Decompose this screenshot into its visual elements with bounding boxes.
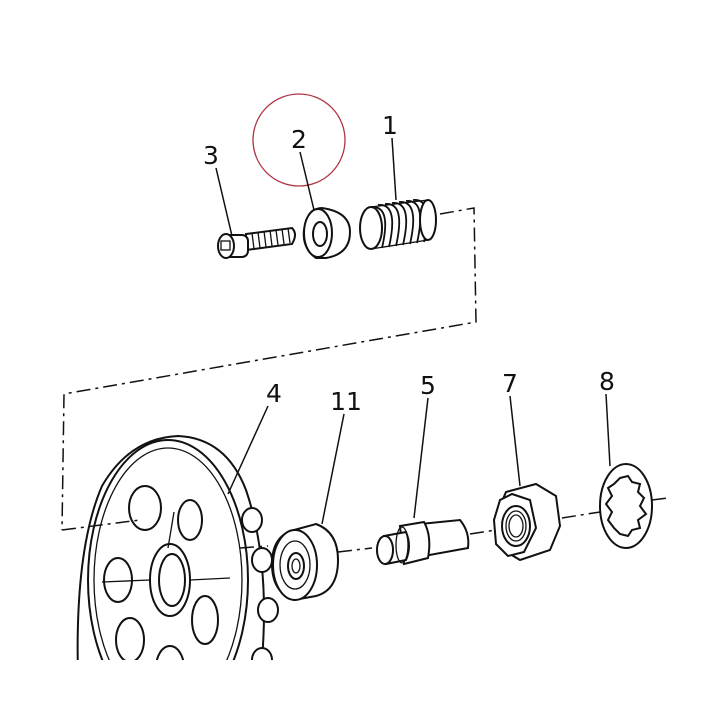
callout-11: 11 xyxy=(330,387,362,416)
highlight-circle xyxy=(252,93,346,187)
callout-8: 8 xyxy=(599,367,615,396)
part-8-lock-washer[interactable] xyxy=(599,463,653,549)
assembly-line xyxy=(61,207,477,531)
part-7-hex-nut[interactable] xyxy=(492,482,562,562)
part-1-spring[interactable] xyxy=(359,199,437,250)
part-3-cap-screw[interactable] xyxy=(217,226,296,259)
bottom-crop xyxy=(0,660,720,720)
callout-5: 5 xyxy=(420,371,436,400)
callout-3: 3 xyxy=(203,141,219,170)
leader-lines xyxy=(215,137,611,525)
callout-1: 1 xyxy=(382,111,398,140)
callout-2: 2 xyxy=(291,125,307,154)
callout-7: 7 xyxy=(502,369,518,398)
part-5-shaft[interactable] xyxy=(376,518,470,566)
part-2-washer[interactable] xyxy=(302,206,352,259)
axis-line xyxy=(61,497,669,553)
part-11-bearing[interactable] xyxy=(270,522,340,602)
callout-4: 4 xyxy=(266,379,282,408)
part-4-pulley-disc[interactable] xyxy=(76,434,279,720)
